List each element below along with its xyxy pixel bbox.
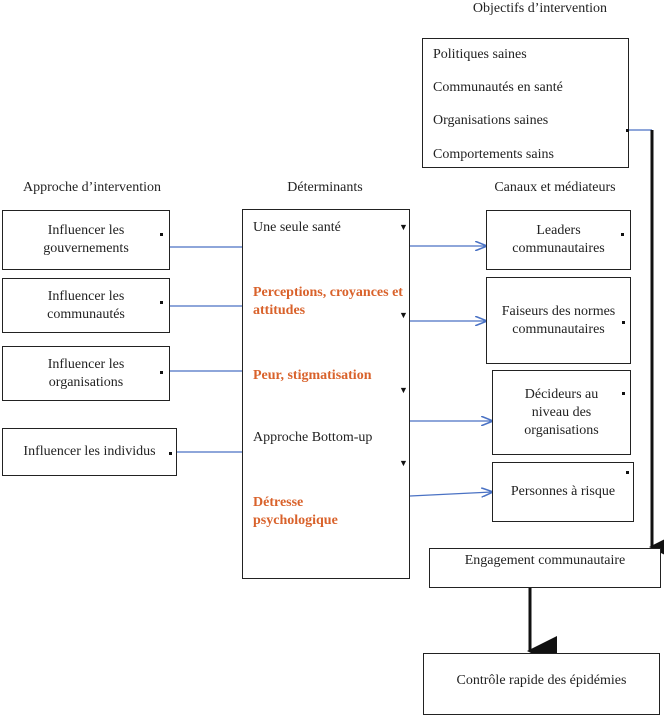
engagement-box: Engagement communautaire (429, 548, 661, 588)
determinant-3: Peur, stigmatisation (253, 368, 372, 383)
marker-dot-icon (160, 233, 163, 236)
objectives-box: Politiques saines Communautés en santé O… (422, 38, 629, 168)
channel-box-leaders: Leaders communautaires (486, 210, 631, 270)
channel-label-4: Personnes à risque (510, 484, 616, 499)
determinant-1: Une seule santé (253, 220, 341, 235)
approach-box-governments: Influencer les gouvernements (2, 210, 170, 270)
heading-objectives: Objectifs d’intervention (472, 1, 608, 16)
determinant-4: Approche Bottom-up (253, 430, 373, 445)
approach-label-4: Influencer les individus (23, 444, 156, 459)
determinants-box: Une seule santé Perceptions, croyances e… (242, 209, 410, 579)
marker-dot-icon (169, 452, 172, 455)
channel-box-norm-makers: Faiseurs des normes communautaires (486, 277, 631, 364)
objective-2: Communautés en santé (433, 80, 563, 95)
channel-label-3: Décideurs au niveau des organisations (524, 386, 599, 438)
approach-box-organizations: Influencer les organisations (2, 346, 170, 401)
marker-dot-icon (626, 129, 629, 132)
marker-dot-icon (160, 301, 163, 304)
arrow-channel-4 (409, 492, 492, 496)
approach-label-3: Influencer les organisations (47, 356, 125, 390)
approach-box-communities: Influencer les communautés (2, 278, 170, 333)
marker-dot-icon (622, 392, 625, 395)
marker-dot-icon (626, 471, 629, 474)
channel-box-decision-makers: Décideurs au niveau des organisations (492, 370, 631, 455)
control-box: Contrôle rapide des épidémies (423, 653, 660, 715)
marker-dot-icon (621, 233, 624, 236)
control-label: Contrôle rapide des épidémies (456, 673, 627, 688)
heading-approach: Approche d’intervention (22, 180, 161, 195)
chevron-down-icon: ▼ (399, 458, 408, 468)
channel-box-at-risk: Personnes à risque (492, 462, 634, 522)
determinant-5: Détresse psychologique (253, 495, 338, 528)
determinant-2: Perceptions, croyances et attitudes (253, 285, 403, 318)
approach-box-individuals: Influencer les individus (2, 428, 177, 476)
channel-label-1: Leaders communautaires (512, 223, 605, 256)
objective-1: Politiques saines (433, 47, 527, 62)
approach-label-1: Influencer les gouvernements (43, 223, 129, 256)
objective-4: Comportements sains (433, 147, 554, 162)
chevron-down-icon: ▼ (399, 310, 408, 320)
approach-label-2: Influencer les communautés (47, 288, 125, 322)
channel-label-2: Faiseurs des normes communautaires (501, 303, 616, 337)
engagement-label: Engagement communautaire (464, 553, 626, 568)
objective-3: Organisations saines (433, 113, 549, 128)
marker-dot-icon (160, 371, 163, 374)
chevron-down-icon: ▼ (399, 222, 408, 232)
chevron-down-icon: ▼ (399, 385, 408, 395)
heading-determinants: Déterminants (287, 180, 363, 195)
marker-dot-icon (622, 321, 625, 324)
heading-channels: Canaux et médiateurs (494, 180, 616, 195)
